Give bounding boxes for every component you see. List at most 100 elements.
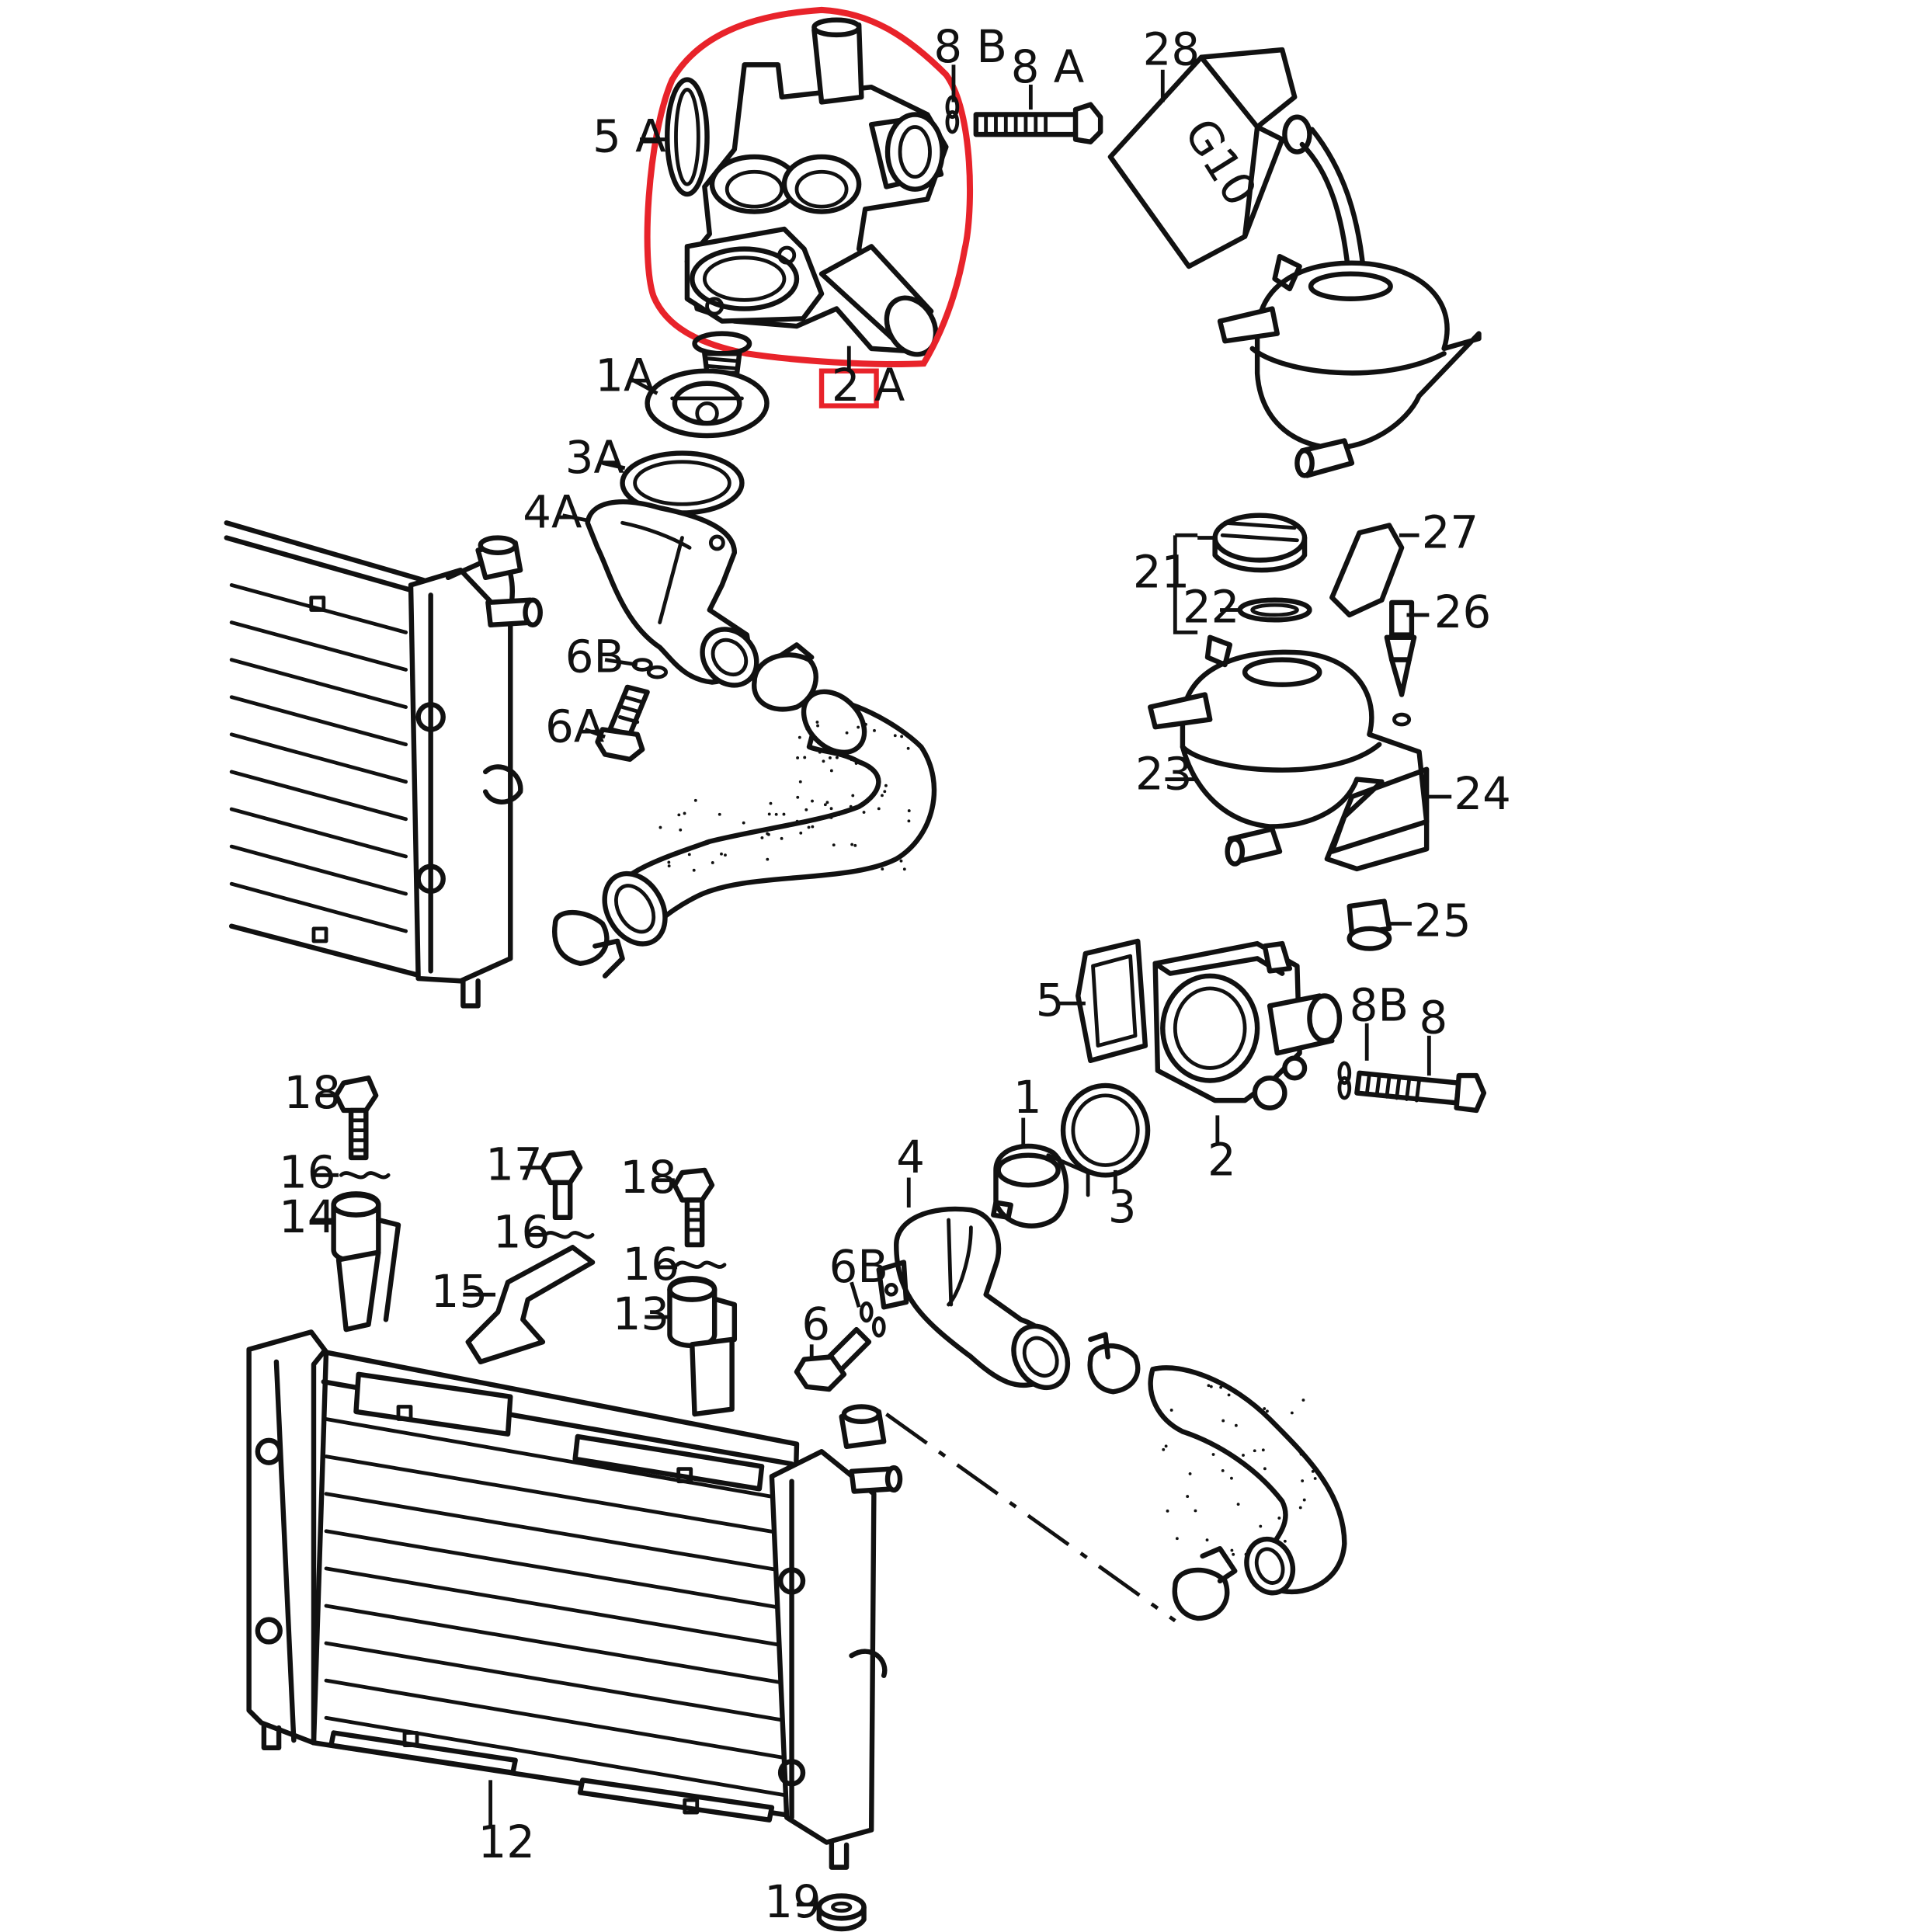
- hose-dot: [1259, 1524, 1263, 1528]
- hose-dot: [797, 735, 801, 739]
- hose-dot: [899, 859, 903, 863]
- hose-dot: [829, 756, 832, 759]
- label-1: 1: [1013, 1071, 1042, 1124]
- hose-dot: [822, 759, 825, 763]
- hose-dot: [829, 807, 833, 811]
- hose-dot: [658, 825, 662, 829]
- hose-dot: [883, 790, 887, 794]
- label-3a: 3A: [565, 431, 624, 484]
- hose-dot: [720, 852, 723, 856]
- hose-dot: [1230, 1476, 1233, 1480]
- label-14: 14: [279, 1190, 335, 1243]
- hose-dot: [805, 727, 809, 731]
- hose-dot: [1219, 1385, 1223, 1389]
- coolant-hose-bottom: [1087, 1332, 1347, 1621]
- hose-dot: [1261, 1448, 1265, 1452]
- label-2a: 2 A: [832, 359, 905, 412]
- thermostat-housing-2a: [665, 17, 949, 357]
- label-6: 6: [801, 1298, 830, 1350]
- hose-dot: [1188, 1472, 1192, 1475]
- hose-dot: [849, 804, 853, 808]
- label-25: 25: [1414, 895, 1471, 947]
- label-6a: 6A: [545, 700, 604, 752]
- label-4a: 4A: [523, 486, 582, 539]
- hose-dot: [796, 795, 800, 799]
- radiator-upper: [224, 520, 543, 1009]
- label-5a: 5 A: [592, 110, 666, 163]
- label-8b-mid: 8B: [1350, 979, 1409, 1032]
- label-8a: 8 A: [1011, 40, 1085, 93]
- hose-dot: [873, 728, 876, 732]
- hose-dot: [835, 756, 839, 759]
- label-16-left: 16: [279, 1145, 335, 1198]
- hose-dot: [767, 812, 771, 816]
- hose-dot: [1194, 1509, 1197, 1513]
- label-1a: 1A: [595, 349, 654, 401]
- hose-dot: [864, 722, 867, 726]
- hose-dot: [906, 746, 910, 750]
- hose-dot: [1283, 1539, 1287, 1543]
- thermostat-1a: [645, 331, 770, 439]
- hose-dot: [780, 836, 784, 840]
- hose-dot: [677, 813, 681, 817]
- hose-dot: [693, 798, 697, 802]
- hose-dot: [711, 861, 714, 864]
- hose-dot: [862, 811, 866, 814]
- hose-dot: [907, 809, 911, 813]
- hose-dot: [795, 819, 799, 823]
- hose-dot: [877, 807, 881, 811]
- hose-dot: [1164, 1444, 1168, 1448]
- hose-dot: [823, 803, 827, 807]
- hose-dot: [900, 735, 904, 738]
- hose-dot: [782, 812, 786, 816]
- hose-dot: [692, 868, 696, 872]
- hose-dot: [867, 764, 871, 768]
- hose-dot: [1221, 1468, 1225, 1472]
- hose-dot: [1237, 1458, 1241, 1461]
- label-21: 21: [1133, 546, 1190, 599]
- hose-dot: [854, 762, 858, 765]
- hose-dot: [1253, 1449, 1256, 1453]
- hose-dot: [845, 731, 849, 735]
- hose-dot: [1162, 1447, 1166, 1451]
- hose-dot: [1299, 1452, 1303, 1456]
- hose-texture: [658, 721, 1317, 1556]
- bolt-6a-top: [595, 658, 669, 763]
- label-12: 12: [478, 1816, 535, 1868]
- hose-dot: [805, 722, 809, 726]
- radiator-lower-12: [246, 1329, 903, 1870]
- hose-dot: [1205, 1538, 1209, 1542]
- label-18-right: 18: [620, 1151, 676, 1204]
- hose-dot: [1175, 1537, 1179, 1541]
- hose-dot: [884, 784, 888, 787]
- hose-dot: [1207, 1384, 1211, 1388]
- hose-dot: [815, 721, 819, 724]
- label-26: 26: [1434, 586, 1491, 638]
- hose-dot: [1230, 1548, 1234, 1552]
- label-23: 23: [1135, 747, 1192, 800]
- hose-dot: [1277, 1517, 1281, 1520]
- hose-dot: [1227, 1393, 1231, 1397]
- hose-dot: [862, 803, 865, 807]
- hose-dot: [760, 836, 764, 839]
- hose-dot: [667, 864, 671, 868]
- hose-dot: [724, 853, 727, 857]
- label-24: 24: [1454, 767, 1510, 820]
- hose-dot: [1298, 1506, 1302, 1510]
- hose-dot: [852, 807, 856, 811]
- hose-dot: [811, 799, 814, 803]
- hose-dot: [769, 828, 773, 832]
- hose-dot: [811, 825, 815, 829]
- hose-dot: [816, 724, 819, 728]
- hose-dot: [796, 756, 800, 759]
- hose-dot: [1209, 1385, 1213, 1388]
- hose-dot: [798, 780, 802, 784]
- flange-pipe-4a: [585, 499, 759, 688]
- hose-dot: [818, 750, 822, 754]
- label-8b-top: 8 B: [933, 20, 1007, 73]
- hose-dot: [1311, 1469, 1315, 1473]
- hose-dot: [850, 758, 853, 762]
- alignment-line: [885, 1413, 1176, 1623]
- label-5: 5: [1036, 974, 1065, 1027]
- hose-dot: [742, 821, 745, 825]
